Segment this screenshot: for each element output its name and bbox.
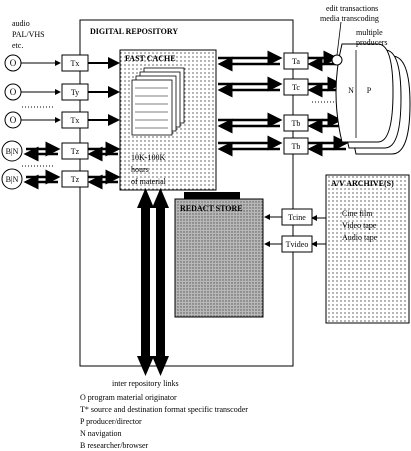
originator-symbol: O [10,87,17,97]
researcher-node[interactable] [1,168,23,190]
source-row-3: O Tx [4,111,120,129]
digital-repository-box [79,19,294,367]
legend: O program material originator T* source … [80,393,248,450]
archive-item-cine: Cine film [342,209,373,218]
cache-note-line2: hours [131,165,149,174]
transcoder-label: Tz [71,147,80,156]
edit-node-icon [331,54,343,66]
edit-transactions-label: edit transactions [326,4,378,13]
source-row-2: O Ty [4,83,120,101]
legend-item: N navigation [80,429,122,438]
right-row-1: Ta [217,50,339,72]
transcoder-label: Tx [71,116,80,125]
right-row-2: Tc [217,76,343,98]
right-row-4: Tb [217,135,349,157]
transcoder-label: Ty [71,88,79,97]
legend-item: B researcher/browser [80,441,149,450]
archive-row-2: Tvideo [264,235,326,253]
transcoder-label: Tb [292,119,301,128]
source-label-line3: etc. [12,41,23,50]
multiple-producers-label: multiple [356,28,383,37]
transcoder-label: Tvideo [286,240,309,249]
transcoder-label: Ta [292,57,300,66]
browser-row-2: B|N Tz [1,168,121,190]
source-label-line2: PAL/VHS [12,30,45,39]
inter-repository-links-label: inter repository links [112,379,179,388]
edit-pointer-line [336,21,342,56]
producer-node[interactable] [335,43,394,143]
researcher-node[interactable] [1,140,23,162]
transcoder-label: Tc [292,83,300,92]
originator-symbol: O [10,115,17,125]
producer-stack: N P [335,43,411,155]
inter-repository-links [137,188,169,376]
digital-repository-title: DIGITAL REPOSITORY [90,27,178,36]
researcher-symbol: B|N [6,175,19,184]
archive-row-1: Tcine [264,208,326,226]
redact-store-box [174,198,264,318]
legend-item: P producer/director [80,417,142,426]
browser-row-1: B|N Tz [1,140,121,162]
transcoder-label: Tb [292,142,301,151]
cache-pages-icon [131,67,185,136]
transcoder-label: Tz [71,175,80,184]
source-row-1: O Tx [4,54,120,72]
cache-note-line1: 10K-100K [131,153,165,162]
av-archive-title: A/V ARCHIVE(S) [331,179,394,188]
archive-item-audio: Audio tape [342,233,378,242]
transcoder-label: Tx [71,59,80,68]
source-label-line1: audio [12,19,30,28]
originator-symbol: O [10,58,17,68]
fast-cache-title: FAST CACHE [125,54,176,63]
producer-label: P [367,86,372,95]
legend-item: T* source and destination format specifi… [80,405,248,414]
av-archive-box [325,174,410,324]
legend-item: O program material originator [80,393,177,402]
archive-item-video: Video tape [342,221,377,230]
cache-note-line3: of material [131,177,167,186]
cache-store-bus [184,192,240,199]
researcher-symbol: B|N [6,147,19,156]
navigation-label: N [348,86,354,95]
media-transcoding-label: media transcoding [320,14,379,23]
right-row-3: Tb [217,112,343,134]
transcoder-label: Tcine [288,213,306,222]
redact-store-title: REDACT STORE [180,204,243,213]
multiple-producers-label-2: producers [356,38,388,47]
